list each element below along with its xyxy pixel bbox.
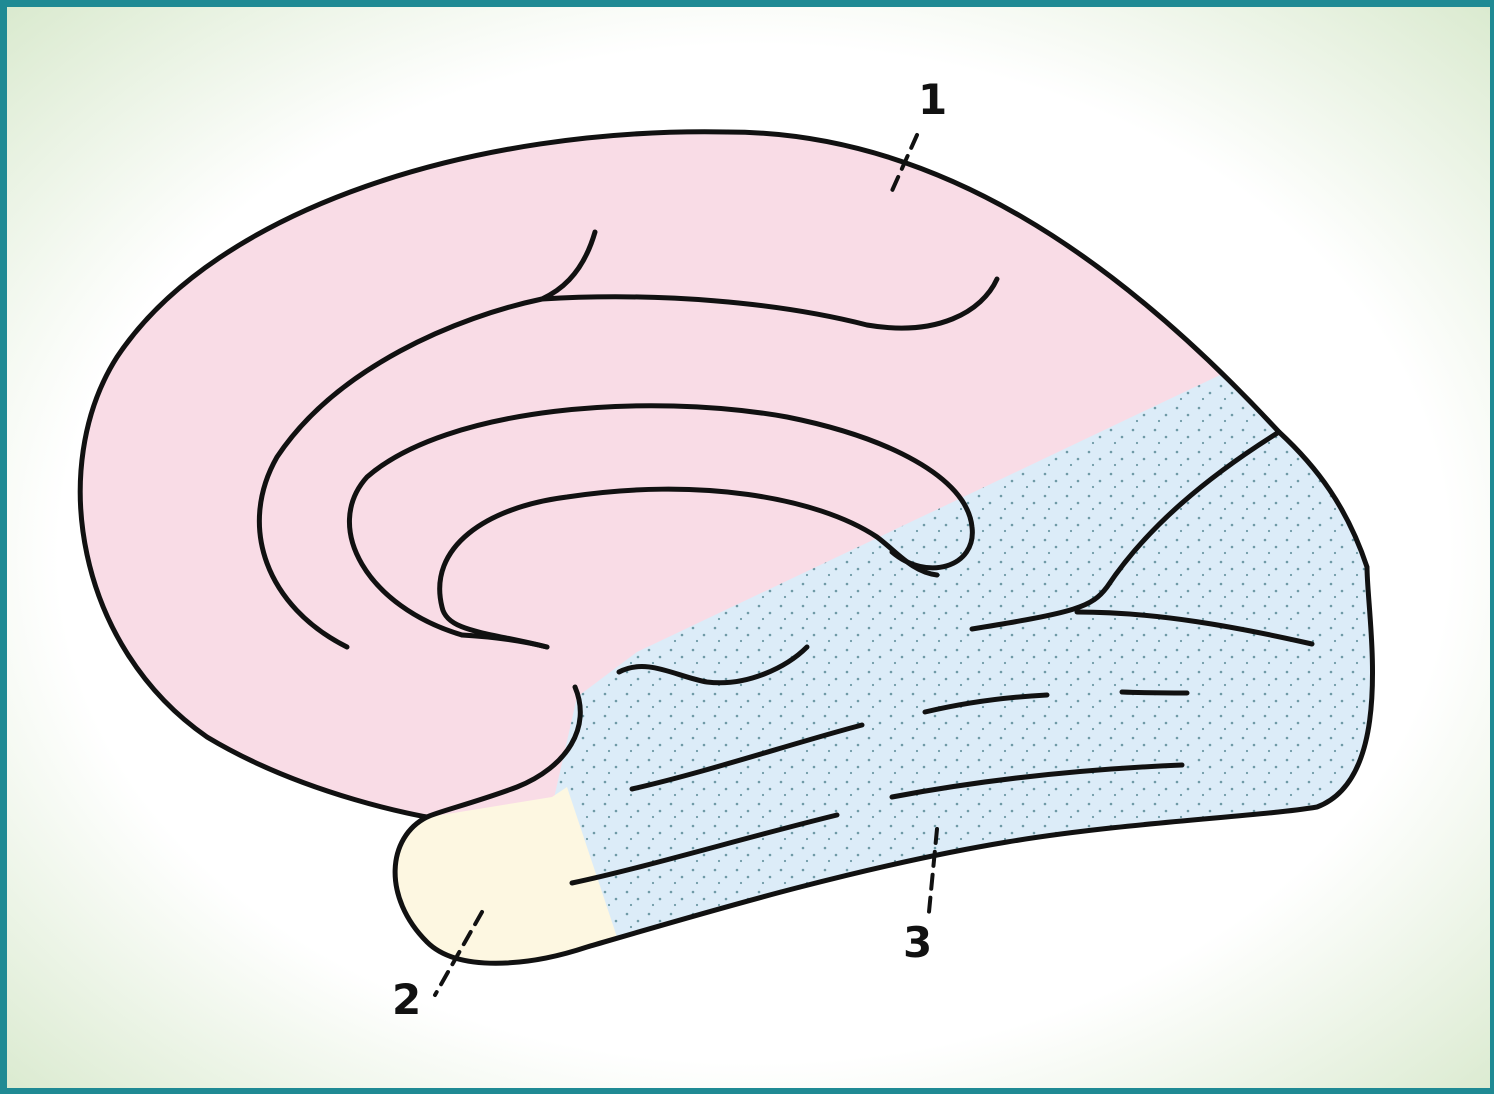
label-1: 1 — [918, 79, 947, 121]
label-2: 2 — [392, 979, 421, 1021]
brain-medial-surface-diagram — [7, 7, 1494, 1094]
sulcus-c — [1122, 692, 1187, 693]
label-3: 3 — [903, 922, 932, 964]
